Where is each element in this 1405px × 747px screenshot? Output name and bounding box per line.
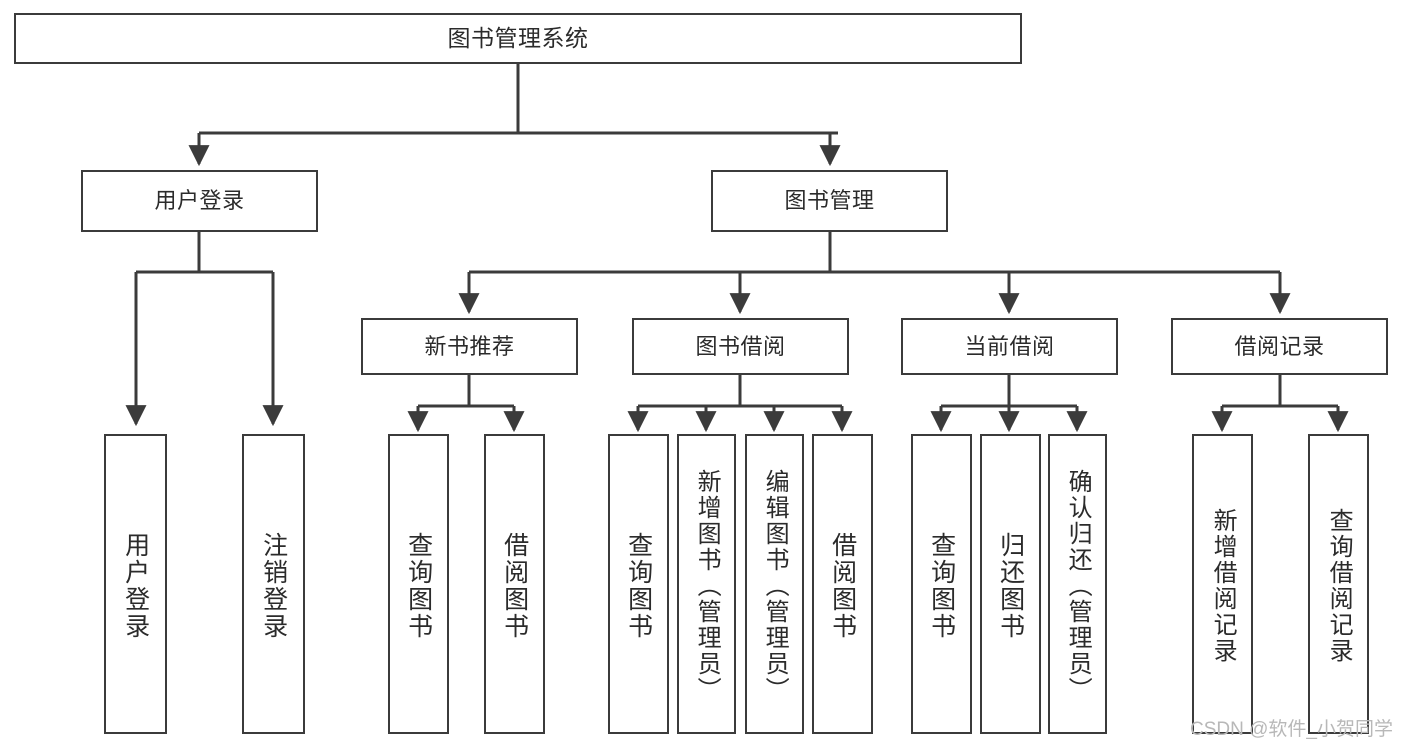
node-new-book-recommend[interactable]: 新书推荐 [361, 318, 578, 375]
node-current-borrow-label: 当前借阅 [964, 333, 1055, 359]
node-book-borrow[interactable]: 图书借阅 [632, 318, 849, 375]
leaf-user-login[interactable]: 用户登录 [104, 434, 167, 734]
leaf-borrow-book-1-label: 借阅图书 [500, 532, 529, 640]
leaf-borrow-book-2[interactable]: 借阅图书 [812, 434, 873, 734]
leaf-query-book-1-label: 查询图书 [404, 532, 433, 640]
node-new-book-recommend-label: 新书推荐 [424, 333, 515, 359]
node-user-login-label: 用户登录 [154, 188, 245, 214]
node-book-borrow-label: 图书借阅 [695, 333, 786, 359]
leaf-return-book-label: 归还图书 [996, 532, 1025, 640]
leaf-add-record-label: 新增借阅记录 [1209, 508, 1237, 664]
node-user-login[interactable]: 用户登录 [81, 170, 318, 232]
leaf-confirm-return-label: 确认归还（管理员） [1064, 469, 1092, 703]
leaf-confirm-return[interactable]: 确认归还（管理员） [1048, 434, 1107, 734]
leaf-query-book-1[interactable]: 查询图书 [388, 434, 449, 734]
leaf-query-book-2-label: 查询图书 [624, 532, 653, 640]
node-borrow-record-label: 借阅记录 [1234, 333, 1325, 359]
leaf-logout[interactable]: 注销登录 [242, 434, 305, 734]
node-book-manage-label: 图书管理 [784, 188, 875, 214]
csdn-watermark: CSDN @软件_小贺同学 [1190, 719, 1393, 740]
leaf-edit-book[interactable]: 编辑图书（管理员） [745, 434, 804, 734]
node-current-borrow[interactable]: 当前借阅 [901, 318, 1118, 375]
leaf-add-record[interactable]: 新增借阅记录 [1192, 434, 1253, 734]
node-borrow-record[interactable]: 借阅记录 [1171, 318, 1388, 375]
leaf-borrow-book-1[interactable]: 借阅图书 [484, 434, 545, 734]
leaf-query-book-2[interactable]: 查询图书 [608, 434, 669, 734]
leaf-return-book[interactable]: 归还图书 [980, 434, 1041, 734]
node-root[interactable]: 图书管理系统 [14, 13, 1022, 64]
leaf-query-book-3-label: 查询图书 [927, 532, 956, 640]
leaf-user-login-label: 用户登录 [121, 532, 150, 640]
leaf-logout-label: 注销登录 [259, 532, 288, 640]
leaf-query-book-3[interactable]: 查询图书 [911, 434, 972, 734]
leaf-query-record-label: 查询借阅记录 [1325, 508, 1353, 664]
leaf-add-book[interactable]: 新增图书（管理员） [677, 434, 736, 734]
leaf-edit-book-label: 编辑图书（管理员） [761, 469, 789, 703]
node-root-label: 图书管理系统 [447, 24, 589, 51]
node-book-manage[interactable]: 图书管理 [711, 170, 948, 232]
leaf-query-record[interactable]: 查询借阅记录 [1308, 434, 1369, 734]
leaf-add-book-label: 新增图书（管理员） [693, 469, 721, 703]
leaf-borrow-book-2-label: 借阅图书 [828, 532, 857, 640]
